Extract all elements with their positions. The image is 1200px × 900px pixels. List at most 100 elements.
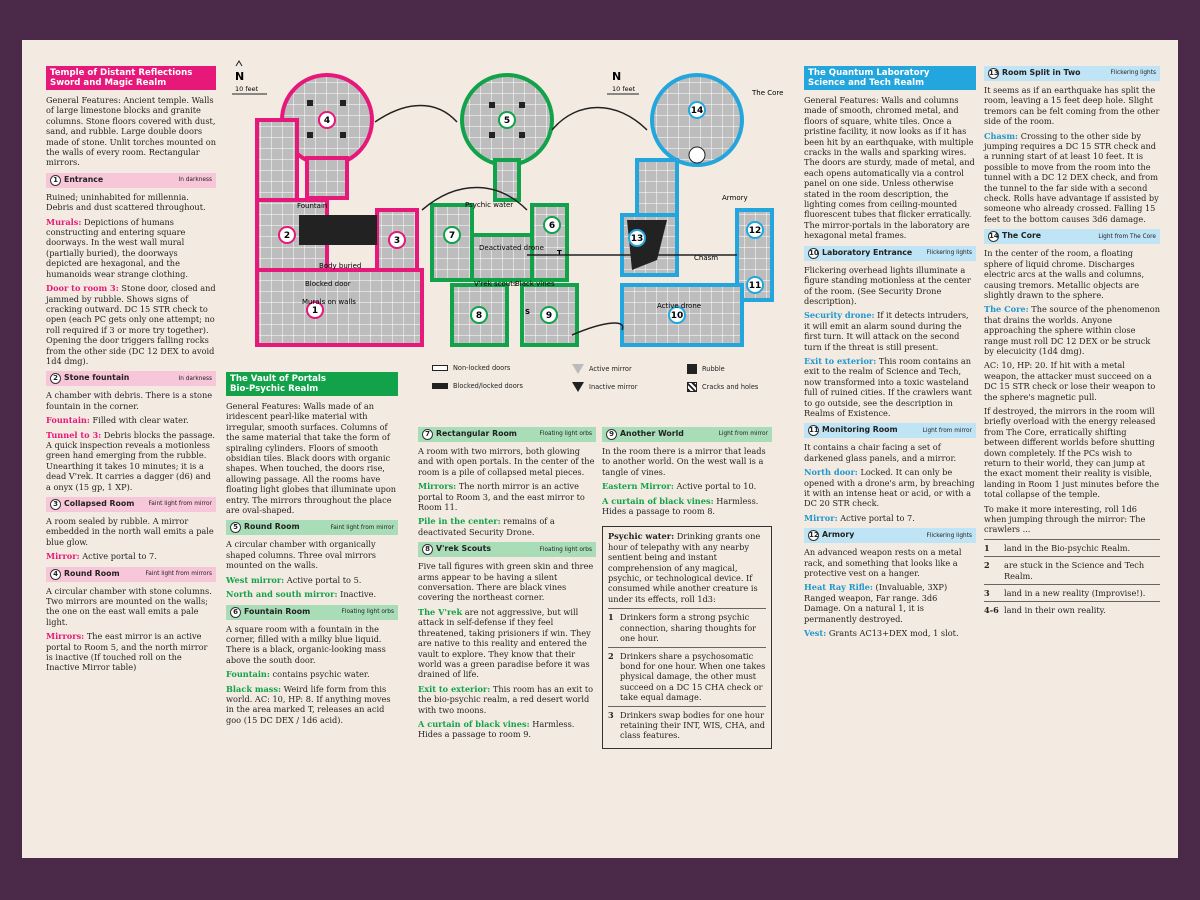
roll-number: 2 xyxy=(984,556,1004,585)
keyword: Mirror: xyxy=(804,512,838,523)
keyword: A curtain of black vines: xyxy=(418,718,530,729)
room-light-tag: Faint light from mirror xyxy=(330,524,394,531)
room-name: V'rek Scouts xyxy=(436,544,491,554)
room-badge-label: 13 xyxy=(631,234,644,244)
room-name: Fountain Room xyxy=(244,606,311,616)
drone-paragraph: Security drone: If it detects intruders,… xyxy=(804,310,976,352)
mirrors-7-text: The north mirror is an active portal to … xyxy=(418,481,585,513)
mass-paragraph: Black mass: Weird life form from this wo… xyxy=(226,684,398,726)
room-11-text: It contains a chair facing a set of dark… xyxy=(804,442,957,463)
tunnel-text: Debris blocks the passage. A quick inspe… xyxy=(46,429,216,492)
room-light-tag: Faint light from mirror xyxy=(148,501,212,508)
legend-rubble: Rubble xyxy=(687,364,725,374)
keyword: Security drone: xyxy=(804,310,875,321)
fountain-6-paragraph: Fountain: contains psychic water. xyxy=(226,669,398,679)
vines-8-text: Harmless. Hides a passage to room 9. xyxy=(418,718,575,740)
north-label: N xyxy=(235,70,244,83)
room-name: Rectangular Room xyxy=(436,429,517,438)
west-mirror-paragraph: West mirror: Active portal to 5. xyxy=(226,575,398,585)
room-name: Monitoring Room xyxy=(822,425,898,435)
door-3-text: Stone door, closed and jammed by rubble.… xyxy=(46,283,216,366)
room-light-tag: Floating light orbs xyxy=(539,546,592,553)
murals-text: Depictions of humans constructing and en… xyxy=(46,216,188,279)
west-text: Active portal to 5. xyxy=(286,574,362,585)
room-number: 14 xyxy=(988,231,999,243)
room-12-text: An advanced weapon rests on a metal rack… xyxy=(804,547,962,579)
legend-open: Non-locked doors xyxy=(432,364,510,372)
room-light-tag: Light from The Core xyxy=(1098,233,1156,240)
vault-intro: General Features: Walls made of an iride… xyxy=(226,401,397,516)
label-chasm: Chasm xyxy=(694,254,718,262)
room-badge xyxy=(668,306,686,324)
tunnel-paragraph: Tunnel to 3: Debris blocks the passage. … xyxy=(46,430,216,492)
keyword: A curtain of black vines: xyxy=(602,495,714,506)
room-name: Another World xyxy=(620,429,684,438)
door-3-paragraph: Door to room 3: Stone door, closed and j… xyxy=(46,283,216,366)
vest-text: Grants AC13+DEX mod, 1 slot. xyxy=(828,628,959,639)
chasm-text: Crossing to the other side by jumping re… xyxy=(984,130,1159,224)
mirror-3-text: Active portal to 7. xyxy=(82,551,157,562)
keyword: Exit to exterior: xyxy=(418,683,491,694)
room-name: The Core xyxy=(1002,231,1042,241)
legend-label: Cracks and holes xyxy=(702,383,759,391)
label-scouts: V'rek scouts xyxy=(474,280,517,288)
label-armory: Armory xyxy=(722,194,748,202)
psychic-text: Drinking grants one hour of telepathy wi… xyxy=(608,531,761,604)
mirrors-4-paragraph: Mirrors: The east mirror is an active po… xyxy=(46,631,216,673)
room-5-text: A circular chamber with organically shap… xyxy=(226,539,376,571)
vines-8-paragraph: A curtain of black vines: Harmless. Hide… xyxy=(418,719,596,740)
room-number: 12 xyxy=(808,530,819,542)
portal-arrows xyxy=(374,104,737,336)
active-mirror-icon xyxy=(572,364,584,374)
column-icons xyxy=(489,102,525,138)
room-8-text: Five tall figures with green skin and th… xyxy=(418,561,594,603)
room-number: 11 xyxy=(808,425,819,437)
core-icon xyxy=(688,146,706,164)
room-badge-label: 1 xyxy=(312,306,318,316)
room-number: 2 xyxy=(50,373,61,385)
lab-subtitle: Science and Tech Realm xyxy=(808,78,925,88)
room-number: 5 xyxy=(230,522,241,534)
roll-text: land in the Bio-psychic Realm. xyxy=(1004,538,1160,557)
room-name: Room Split in Two xyxy=(1002,68,1081,77)
vest-paragraph: Vest: Grants AC13+DEX mod, 1 slot. xyxy=(804,628,976,638)
murals-paragraph: Murals: Depictions of humans constructin… xyxy=(46,217,216,279)
ray-text: (Invaluable, 3XP) Ranged weapon, Far ran… xyxy=(804,582,948,624)
east-text: Active portal to 10. xyxy=(676,481,757,492)
room-number: 9 xyxy=(606,429,617,440)
psychic-water-box: Psychic water: Drinking grants one hour … xyxy=(602,526,772,749)
room-badge xyxy=(746,221,764,239)
north-door-text: Locked. It can only be opened with a dro… xyxy=(804,467,975,509)
rubble-icon xyxy=(687,364,697,374)
mirrors-7-paragraph: Mirrors: The north mirror is an active p… xyxy=(418,481,596,512)
vrek-text: are not aggressive, but will attack in s… xyxy=(418,606,591,680)
fountain-paragraph: Fountain: Filled with clear water. xyxy=(46,415,216,425)
label-s: S xyxy=(525,308,530,316)
keyword: Mirrors: xyxy=(46,631,85,642)
mirrors-4-text: The east mirror is an active portal to R… xyxy=(46,631,208,673)
keyword: Murals: xyxy=(46,216,82,227)
roll-number: 3 xyxy=(608,709,614,720)
room-badge-label: 8 xyxy=(476,311,482,321)
room-badge xyxy=(746,276,764,294)
keyword: Door to room 3: xyxy=(46,283,119,294)
vault-title-text: The Vault of Portals xyxy=(230,374,326,384)
keyword: Vest: xyxy=(804,628,827,639)
keyword: Fountain: xyxy=(226,669,270,680)
ns-text: Inactive. xyxy=(340,589,377,600)
keyword: The Core: xyxy=(984,304,1029,315)
room-light-tag: Light from mirror xyxy=(718,431,768,438)
